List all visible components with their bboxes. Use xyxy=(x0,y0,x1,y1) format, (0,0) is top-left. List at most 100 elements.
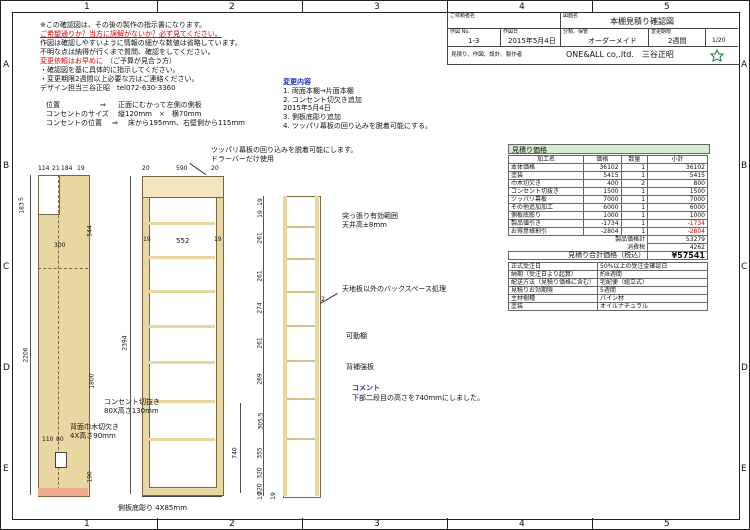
note-line-5a: 変更依頼はお早めに xyxy=(40,57,103,65)
outlet-cut-note-2: 80X高さ130mm xyxy=(104,407,159,415)
col-label-1: 1 xyxy=(84,2,90,12)
note-line-3: 作図は確認しやすいように情報の細かな数値は省略しています。 xyxy=(40,39,242,47)
arrow-icon: ⇒ xyxy=(100,101,106,109)
info-value: 50%以上の受注金確認日 xyxy=(597,262,708,271)
item-subtotal: 7000 xyxy=(647,195,708,204)
dim-label: 269 xyxy=(256,373,264,385)
col-label-4-bottom: 4 xyxy=(519,519,525,529)
col-label-4: 4 xyxy=(519,2,525,12)
table-header: 加工名 xyxy=(508,155,584,164)
dim-label: 2394 xyxy=(121,335,129,351)
dim-label: 80 xyxy=(56,436,64,443)
dim-label: 552 xyxy=(176,237,190,245)
inner-frame xyxy=(12,12,740,520)
table-row: 主材樹種パイン材 xyxy=(507,294,708,303)
comment-title: コメント xyxy=(352,384,380,392)
dim-label: 320 xyxy=(256,467,264,479)
info-value: パイン材 xyxy=(597,294,708,303)
outlet-icon xyxy=(55,452,67,468)
customer-label: ご依頼者名 xyxy=(450,13,476,19)
drawing-name-label: 図面名 xyxy=(563,13,579,19)
dim-label: 21 xyxy=(52,165,60,172)
bottom-carve-note: 側板底彫り 4X85mm xyxy=(118,504,188,512)
arrow-icon: ⇒ xyxy=(112,119,118,127)
table-header: 価格 xyxy=(583,155,622,164)
info-value: 約8週間 xyxy=(597,270,708,279)
item-price: 6000 xyxy=(583,203,622,212)
product-price: 53279 xyxy=(647,235,708,244)
item-price: -1734 xyxy=(583,219,622,228)
item-subtotal: 800 xyxy=(647,179,708,188)
item-subtotal: 6000 xyxy=(647,203,708,212)
baseboard-cut-note-1: 背面巾木切欠き xyxy=(70,423,119,431)
row-label-e-right: E xyxy=(741,464,747,474)
col-label-2: 2 xyxy=(229,2,235,12)
item-price: 400 xyxy=(583,179,622,188)
note-line-7: ・変更期限2週間以上必要な方はご連絡ください。 xyxy=(40,75,199,83)
dim-label: 19 xyxy=(256,210,264,218)
col-label-3-bottom: 3 xyxy=(374,519,380,529)
drawing-no-label: 作図 No. xyxy=(450,29,470,35)
note-line-4: 不明な点は納得が行くまで質問、確認をしてください。 xyxy=(40,48,215,56)
backspace-note: 天地板以外のバックスペース処理 xyxy=(342,285,446,293)
info-key: 塗装 xyxy=(507,302,599,311)
dim-label: 740 xyxy=(231,447,239,459)
drawing-date: 2015年5月4日 xyxy=(508,37,556,45)
dim-label: 20 xyxy=(142,165,150,172)
item-price: 36102 xyxy=(583,163,622,172)
dim-label: 183 xyxy=(18,202,26,214)
product-price-label: 製品価格計 xyxy=(615,236,646,244)
item-qty: 1 xyxy=(620,219,649,228)
item-qty: 1 xyxy=(620,187,649,196)
item-qty: 1 xyxy=(620,171,649,180)
outlet-place-label: コンセントの位置 xyxy=(46,119,102,127)
dim-label: 1800 xyxy=(88,373,96,389)
dim-label: 19 xyxy=(214,236,222,243)
item-name: 側板底彫り xyxy=(508,211,584,220)
period-label: 変更期限 xyxy=(651,29,672,35)
drawing-no: 1-3 xyxy=(468,37,480,45)
dim-label: 184 xyxy=(61,165,73,172)
row-label-b: B xyxy=(3,161,10,171)
row-label-a: A xyxy=(3,60,10,70)
note-line-5b: （ご予算が見合う方） xyxy=(106,57,176,65)
total-label: 見積り合計価格（税込） xyxy=(507,251,649,260)
dim-label: 110 xyxy=(42,436,54,443)
info-key: 正式受注日 xyxy=(507,262,599,271)
total-row: 見積り合計価格（税込）¥57541 xyxy=(507,251,708,260)
row-label-a-right: A xyxy=(741,60,748,70)
note-line-2: ご希望通りか？当方に誤解がないか？必ず見てください。 xyxy=(40,30,222,38)
item-price: 7000 xyxy=(583,195,622,204)
dim-label: 2206 xyxy=(22,347,30,363)
scale: 1/20 xyxy=(712,37,726,44)
table-header-row: 加工名 価格 数量 小計 xyxy=(508,155,708,164)
info-key: 配送方法（見積り価格に含む） xyxy=(507,278,599,287)
estimate-title: 見積り価格 xyxy=(508,144,710,154)
dim-label: 190 xyxy=(86,471,94,483)
change-item: 2. コンセント切欠き追加 xyxy=(283,96,362,104)
table-header: 数量 xyxy=(620,155,649,164)
dim-label: 19 xyxy=(77,165,85,172)
col-label-2-bottom: 2 xyxy=(229,519,235,529)
info-value: 5週間 xyxy=(597,286,708,295)
note-line-8: デザイン担当三谷正昭 tel072-630-3360 xyxy=(40,84,176,92)
table-row: 塗装オイルナチュラル xyxy=(507,302,708,311)
dim-label: 544 xyxy=(86,225,94,237)
comment-text: 下部二段目の高さを740mmにしました。 xyxy=(352,394,484,402)
dim-label: 355 xyxy=(256,447,264,459)
dim-label: 2 xyxy=(321,296,325,303)
top-note-1: ツッパリ幕板の回り込みを脱着可能にします。 xyxy=(211,146,358,154)
item-subtotal: 1000 xyxy=(647,211,708,220)
change-item: 4. ツッパリ幕板の回り込みを脱着可能にする。 xyxy=(283,122,432,130)
col-label-1-bottom: 1 xyxy=(84,519,90,529)
dim-label: 19 xyxy=(256,492,264,500)
baseboard-cut-note-2: 4X高さ90mm xyxy=(70,432,116,440)
outlet-pos-value: 正面にむかって左側の側板 xyxy=(118,101,202,109)
